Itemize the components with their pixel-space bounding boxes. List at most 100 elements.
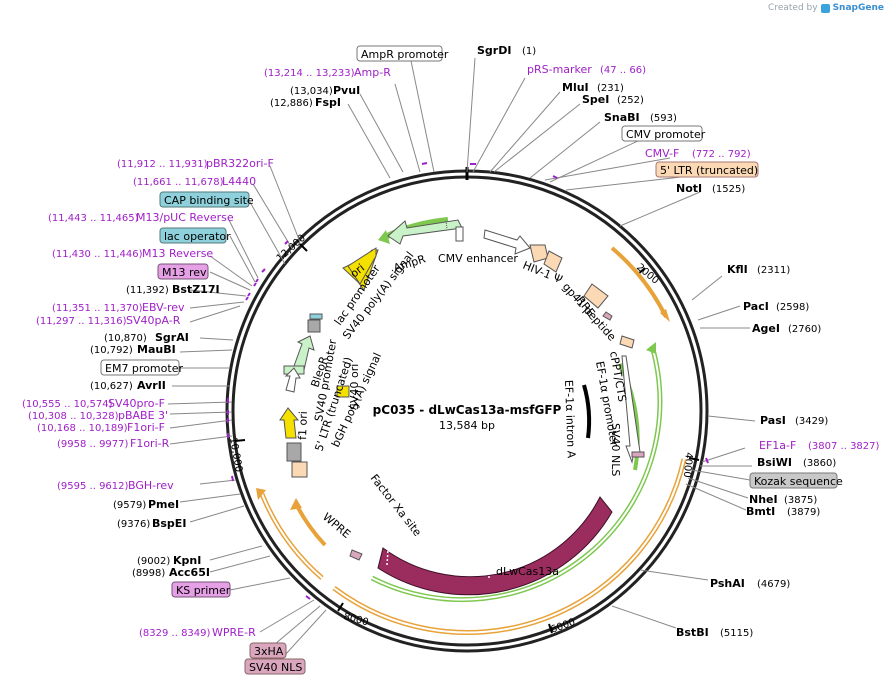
site-pshai: PshAI	[710, 577, 745, 590]
plasmid-name: pC035 - dLwCas13a-msfGFP	[373, 403, 562, 417]
orange-arc-bottom-core	[333, 458, 685, 634]
cppt-feature	[619, 335, 635, 349]
box-3xha-text: 3xHA	[254, 645, 284, 658]
ef1a-intron-feature	[582, 384, 592, 439]
box-m13-rev	[157, 263, 209, 280]
orange-feature-arc-right	[610, 246, 668, 318]
ampr-promoter-box	[455, 226, 464, 242]
site-pmei: PmeI	[148, 498, 179, 511]
box-ltr5	[655, 161, 759, 178]
top-green-arrowhead	[378, 230, 390, 244]
box-em7-promoter-text: EM7 promoter	[105, 362, 183, 375]
wpre-arrowhead	[290, 498, 302, 510]
sv40-ori-label: SV40 ori	[348, 364, 361, 410]
orange-arc-left-core	[261, 493, 323, 579]
primer-prs-marker-pos: (47 .. 66)	[600, 65, 646, 76]
box-ks-primer	[171, 581, 231, 598]
box-lac-operator	[159, 227, 227, 244]
snapgene-credit: Created by SnapGene	[768, 3, 884, 13]
box-lac-operator-text: lac operator	[164, 230, 231, 243]
site-fspi-pos: (12,886)	[270, 98, 313, 109]
box-cmv-promoter-text: CMV promoter	[626, 128, 706, 141]
site-bstz17i: BstZ17I	[172, 283, 220, 296]
tick-4000	[688, 457, 700, 461]
site-bmti-pos: (3879)	[787, 507, 820, 518]
bleor-feature	[293, 335, 315, 371]
tick-10000	[234, 439, 246, 442]
site-kfli: KflI	[727, 263, 748, 276]
primer-f1ori-f-pos: (10,168 .. 10,189)	[37, 423, 128, 434]
wpre-label: WPRE	[320, 510, 353, 541]
site-nhei: NheI	[749, 493, 778, 506]
box-ltr5-text: 5' LTR (truncated)	[660, 164, 758, 177]
site-bstz17i-pos: (11,392)	[126, 285, 169, 296]
primer-pbabe3-pos: (10,308 .. 10,328)	[28, 411, 119, 422]
site-avrii-pos: (10,627)	[90, 381, 133, 392]
site-sgrai-pos: (10,870)	[104, 333, 147, 344]
ef1a-intron-label: EF-1α intron A	[562, 380, 578, 459]
box-kozak-text: Kozak sequence	[754, 475, 843, 488]
ampr-dash	[445, 220, 448, 230]
site-spei-pos: (252)	[617, 95, 644, 106]
cap-binding-feature	[309, 313, 323, 320]
tick-6000	[548, 623, 553, 634]
primer-l4440-pos: (11,661 .. 11,678)	[133, 177, 224, 188]
3xha-feature	[349, 549, 363, 561]
rre-feature	[583, 283, 609, 309]
site-pshai-pos: (4679)	[757, 579, 790, 590]
f1-ori-label: f1 ori	[296, 411, 310, 440]
primer-m13-rev-pos: (11,430 .. 11,446)	[52, 249, 143, 260]
site-fspi: FspI	[315, 96, 341, 109]
ltr5-feature	[291, 461, 308, 478]
hiv-psi-feature	[543, 250, 563, 273]
primer-pbabe3: pBABE 3'	[118, 409, 168, 422]
site-bspei-pos: (9376)	[117, 519, 150, 530]
primer-ebv-rev: EBV-rev	[142, 301, 185, 314]
site-sgrdi-pos: (1)	[522, 46, 536, 57]
primer-bgh-rev-pos: (9595 .. 9612)	[57, 481, 129, 492]
tick-12000	[299, 243, 308, 252]
primer-cmv-f: CMV-F	[645, 147, 679, 160]
site-maubi-pos: (10,792)	[90, 345, 133, 356]
primer-pbr322ori-f: pBR322ori-F	[206, 157, 274, 170]
primer-sv40pro-f: SV40pro-F	[108, 397, 165, 410]
box-cap-binding-text: CAP binding site	[164, 194, 254, 207]
site-bspei: BspEI	[152, 517, 186, 530]
box-kozak	[749, 472, 838, 489]
credit-prefix: Created by	[768, 3, 818, 13]
site-sgrai: SgrAI	[155, 331, 189, 344]
right-site-labels: SgrDI (1) MluI (231) SpeI (252) SnaBI (5…	[477, 44, 836, 639]
gp41-feature	[602, 311, 613, 321]
site-paci: PacI	[743, 300, 769, 313]
site-kfli-pos: (2311)	[757, 265, 790, 276]
tick-label-6000: 6000	[549, 617, 577, 636]
primer-ebv-rev-pos: (11,351 .. 11,370)	[52, 303, 143, 314]
primer-cmv-f-pos: (772 .. 792)	[692, 149, 751, 160]
site-spei: SpeI	[582, 93, 609, 106]
primer-wpre-r-pos: (8329 .. 8349)	[139, 628, 211, 639]
cmv-enhancer-label: CMV enhancer	[438, 252, 518, 265]
primer-amp-r-pos: (13,214 .. 13,233)	[264, 68, 355, 79]
site-bsiwi-pos: (3860)	[803, 458, 836, 469]
primer-amp-r: Amp-R	[354, 66, 391, 79]
wpre-orange-arc	[294, 503, 327, 547]
sv40-nls-feature	[631, 451, 645, 458]
box-sv40-nls	[244, 658, 306, 675]
f1-ori-feature	[279, 407, 300, 439]
site-bsiwi: BsiWI	[757, 456, 792, 469]
primer-m13puc-rev-pos: (11,443 .. 11,465)	[48, 213, 139, 224]
tick-8000	[337, 602, 344, 612]
ef1a-promoter-feature	[621, 355, 641, 464]
cmv-enhancer-feature	[483, 229, 531, 255]
primer-f1ori-r-pos: (9958 .. 9977)	[57, 439, 129, 450]
primer-sv40pa-r-pos: (11,297 .. 11,316)	[36, 316, 127, 327]
tick-label-8000: 8000	[342, 611, 369, 628]
leader-lines	[167, 55, 756, 667]
green-arc-core	[371, 345, 661, 601]
box-sv40-nls-text: SV40 NLS	[249, 661, 302, 674]
site-avrii: AvrII	[137, 379, 166, 392]
site-noti: NotI	[676, 182, 702, 195]
bgh-polya-feature	[286, 442, 302, 462]
site-bmti: BmtI	[746, 505, 775, 518]
